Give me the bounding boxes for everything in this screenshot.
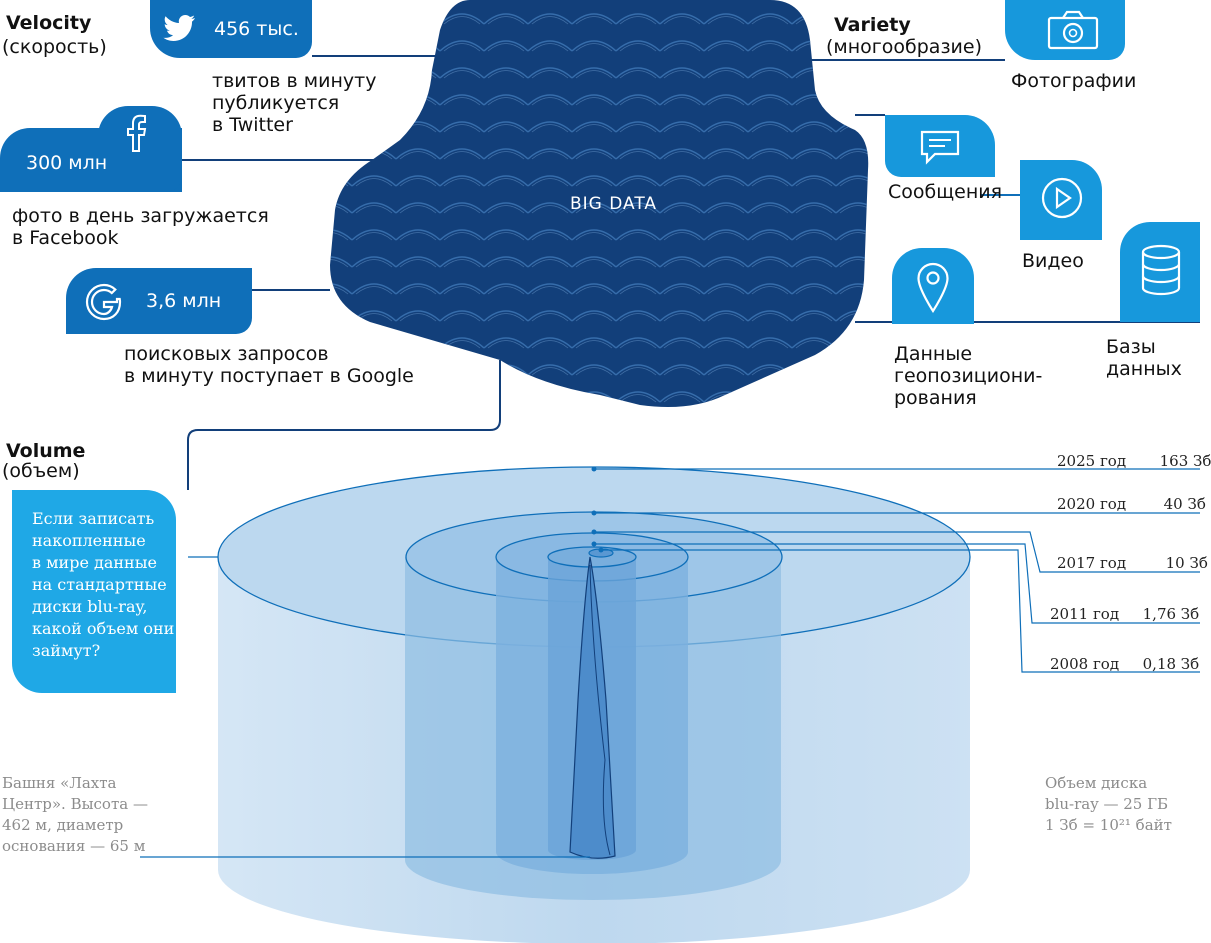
photo-icon-box: [1005, 0, 1125, 60]
velocity-subtitle: (скорость): [2, 36, 107, 58]
play-icon: [1041, 177, 1083, 219]
volume-title: Volume: [6, 440, 86, 462]
volume-connector: [187, 360, 501, 490]
facebook-icon: [127, 114, 147, 152]
google-text-line: поисковых запросов: [124, 343, 329, 365]
facebook-badge: 300 млн: [0, 106, 182, 192]
year-label: 2025 год: [1057, 452, 1127, 470]
volume-question-callout: Если записать накопленные в мире данные …: [12, 490, 176, 693]
year-value: 1,76 Зб: [1142, 605, 1200, 623]
tower-note: Башня «Лахта Центр». Высота — 462 м, диа…: [2, 774, 148, 855]
message-icon-box: [885, 115, 995, 177]
facebook-text-line: в Facebook: [12, 227, 119, 249]
google-text-line: в минуту поступает в Google: [124, 365, 414, 387]
facebook-value: 300 млн: [26, 152, 108, 174]
video-icon-box: [1020, 160, 1102, 240]
year-value: 163 Зб: [1159, 452, 1211, 470]
variety-databases-label: Базы данных: [1106, 336, 1182, 380]
google-icon: [85, 283, 122, 321]
database-icon-box: [1120, 222, 1200, 322]
twitter-text-line: публикуется: [212, 92, 340, 114]
year-2017-row: 2017 год 10 Зб: [1057, 554, 1208, 572]
twitter-text-line: в Twitter: [212, 114, 293, 136]
year-label: 2011 год: [1050, 605, 1120, 623]
variety-messages-label: Сообщения: [888, 181, 1003, 203]
year-label: 2008 год: [1050, 655, 1120, 673]
map-pin-icon: [917, 262, 949, 313]
year-value: 10 Зб: [1165, 554, 1208, 572]
year-2020-row: 2020 год 40 Зб: [1057, 495, 1206, 513]
year-2025-row: 2025 год 163 Зб: [1057, 452, 1211, 470]
year-value: 40 Зб: [1163, 495, 1206, 513]
variety-photo-label: Фотографии: [1011, 70, 1137, 92]
facebook-text-line: фото в день загружается: [12, 205, 269, 227]
geo-icon-box: [892, 248, 974, 324]
variety-title: Variety: [834, 14, 911, 36]
volume-cylinders: [217, 466, 971, 943]
year-label: 2017 год: [1057, 554, 1127, 572]
facebook-text: фото в день загружается в Facebook: [12, 205, 269, 249]
year-value: 0,18 Зб: [1142, 655, 1200, 673]
variety-video-label: Видео: [1022, 250, 1084, 272]
camera-icon: [1047, 10, 1099, 50]
google-text: поисковых запросов в минуту поступает в …: [124, 343, 414, 387]
twitter-text: твитов в минуту публикуется в Twitter: [212, 70, 376, 136]
velocity-title: Velocity: [6, 12, 92, 34]
variety-subtitle: (многообразие): [826, 36, 982, 58]
big-data-label: BIG DATA: [570, 194, 658, 214]
message-icon: [920, 130, 960, 165]
database-icon: [1141, 244, 1181, 296]
year-leaders: [140, 468, 1200, 858]
twitter-bird-icon: [163, 15, 195, 41]
twitter-badge: 456 тыс.: [150, 0, 312, 58]
volume-subtitle: (объем): [2, 460, 80, 482]
blob-wave-pattern: [330, 0, 869, 408]
google-badge: 3,6 млн: [66, 268, 252, 334]
year-2011-row: 2011 год 1,76 Зб: [1050, 605, 1199, 623]
twitter-text-line: твитов в минуту: [212, 70, 377, 92]
year-2008-row: 2008 год 0,18 Зб: [1050, 655, 1199, 673]
google-value: 3,6 млн: [146, 290, 222, 312]
variety-geo-label: Данные геопозициони- рования: [894, 343, 1043, 409]
year-label: 2020 год: [1057, 495, 1127, 513]
twitter-value: 456 тыс.: [214, 18, 299, 40]
disk-note: Объем диска blu-ray — 25 ГБ 1 Зб = 10²¹ …: [1045, 774, 1172, 834]
